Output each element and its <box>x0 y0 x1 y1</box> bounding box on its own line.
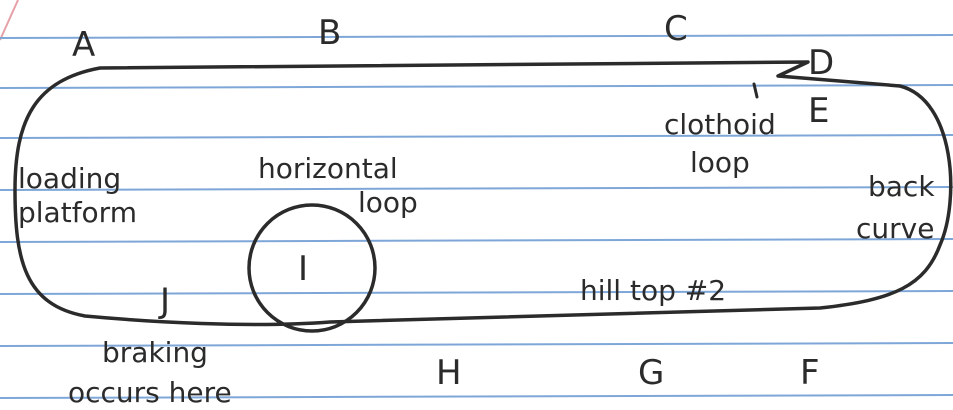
ruled-lines <box>0 0 953 399</box>
horizontal-loop-line1: horizontal <box>258 152 398 185</box>
track <box>13 60 953 333</box>
point-a-label: A <box>72 25 95 65</box>
hilltop-note: hill top #2 <box>580 274 726 307</box>
annotations: loading platform horizontal loop clothoi… <box>18 108 935 409</box>
loading-platform-line1: loading <box>18 162 121 195</box>
rule-line <box>0 238 953 243</box>
rule-line <box>0 34 953 39</box>
clothoid-loop-line2: loop <box>690 146 750 179</box>
point-c-label: C <box>664 9 688 49</box>
point-labels: A B C D E I J H G F <box>72 9 834 393</box>
point-f-label: F <box>800 353 820 393</box>
margin-line <box>0 0 19 41</box>
horizontal-loop-line2: loop <box>358 186 418 219</box>
back-curve-line1: back <box>868 170 935 203</box>
rule-line <box>0 290 953 295</box>
point-i-label: I <box>298 249 308 289</box>
braking-line1: braking <box>102 336 208 369</box>
rule-line <box>0 84 953 89</box>
clothoid-loop-tick <box>752 82 759 99</box>
point-b-label: B <box>318 13 341 53</box>
point-d-label: D <box>808 43 834 83</box>
rule-line <box>0 134 953 139</box>
rule-line <box>0 342 953 347</box>
rule-line <box>0 186 953 191</box>
point-h-label: H <box>436 353 462 393</box>
point-g-label: G <box>638 353 664 393</box>
point-e-label: E <box>808 91 829 131</box>
main-track-loop <box>13 60 953 327</box>
back-curve-line2: curve <box>856 212 934 245</box>
rule-line <box>0 394 953 399</box>
clothoid-loop-line1: clothoid <box>664 108 776 141</box>
loading-platform-line2: platform <box>18 196 137 229</box>
horizontal-loop-circle <box>247 203 377 333</box>
braking-line2: occurs here <box>68 376 232 409</box>
point-j-label: J <box>158 281 170 321</box>
